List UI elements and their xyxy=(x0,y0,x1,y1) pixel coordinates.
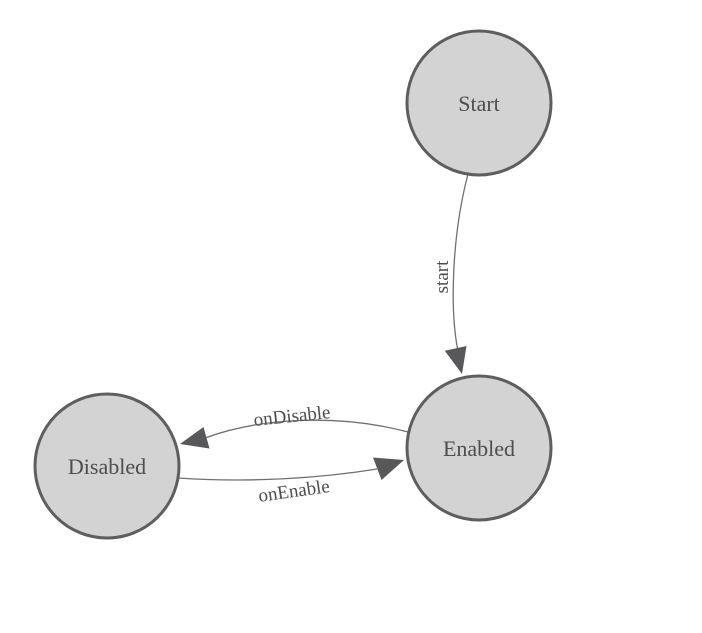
node-enabled-circle xyxy=(405,374,553,522)
node-disabled-circle xyxy=(33,392,181,540)
node-start: Start xyxy=(405,29,553,177)
node-disabled: Disabled xyxy=(33,392,181,540)
edge-enabled-to-disabled-line xyxy=(204,419,409,439)
edge-disabled-to-enabled xyxy=(177,468,378,481)
edge-start-to-enabled-line xyxy=(452,173,469,357)
edge-disabled-to-enabled-line xyxy=(177,468,378,481)
node-enabled-label: Enabled xyxy=(443,436,515,461)
node-disabled-label: Disabled xyxy=(68,454,146,479)
node-start-circle xyxy=(405,29,553,177)
edge-enabled-to-disabled xyxy=(204,419,409,439)
node-enabled: Enabled xyxy=(405,374,553,522)
edge-label-ondisable: onDisable xyxy=(253,402,332,431)
edge-start-to-enabled xyxy=(452,173,469,357)
node-start-label: Start xyxy=(458,91,500,116)
arrowhead-enabled-to-disabled-icon xyxy=(180,427,210,449)
arrowhead-disabled-to-enabled-icon xyxy=(373,457,404,480)
edge-label-onenable: onEnable xyxy=(257,476,331,507)
edge-label-start: start xyxy=(432,260,453,293)
arrowhead-start-to-enabled-icon xyxy=(444,346,467,374)
